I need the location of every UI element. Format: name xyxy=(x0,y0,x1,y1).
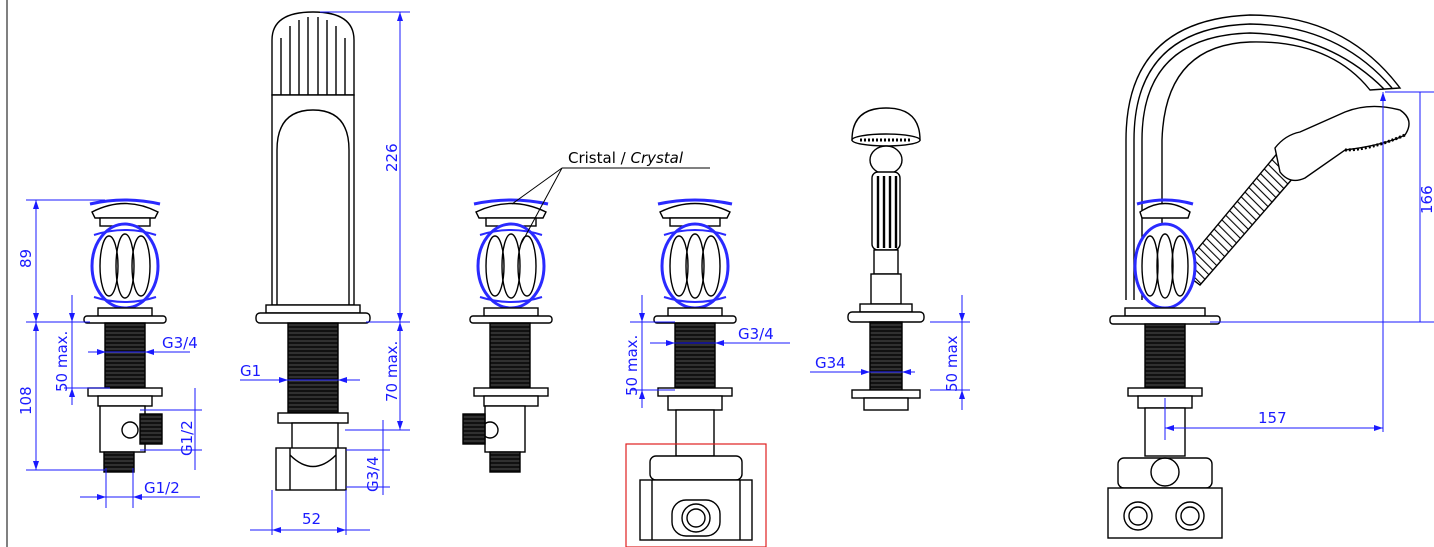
dim-shower-mount-max: 50 max xyxy=(943,335,961,392)
dim-outlet-bottom: G1/2 xyxy=(144,479,180,497)
dim-spout-thread: G1 xyxy=(240,362,261,380)
dim-mount-max-center: 50 max. xyxy=(623,335,641,396)
dimension-lines xyxy=(26,11,1434,535)
dimension-arrows xyxy=(33,12,1386,533)
diverter-highlight-box xyxy=(625,443,767,547)
dim-shower-thread: G34 xyxy=(815,354,846,372)
dim-thread-left: G3/4 xyxy=(162,334,198,352)
dim-spout-width: 52 xyxy=(302,510,321,528)
dim-spout-mount-max: 70 max. xyxy=(383,341,401,402)
dim-spout-height: 226 xyxy=(383,143,401,172)
valve-arc-view xyxy=(1107,14,1410,539)
spout-view xyxy=(255,11,371,491)
dim-overall-height: 166 xyxy=(1418,185,1434,214)
crystal-annotation: Cristal / Crystal xyxy=(568,149,684,167)
dim-mount-max-left: 50 max. xyxy=(53,331,71,392)
dim-body-height: 108 xyxy=(17,386,35,415)
valve-crystal-view xyxy=(462,198,553,473)
hand-shower-view xyxy=(847,107,925,411)
valve-diverter-view xyxy=(639,198,753,541)
crystal-leader-lines xyxy=(511,167,710,247)
dim-reach: 157 xyxy=(1258,409,1287,427)
dim-spout-outlet: G3/4 xyxy=(364,456,382,492)
valve-side-view xyxy=(83,198,167,473)
dim-knob-height: 89 xyxy=(17,249,35,268)
dim-thread-center: G3/4 xyxy=(738,325,774,343)
dim-outlet-side: G1/2 xyxy=(178,420,196,456)
